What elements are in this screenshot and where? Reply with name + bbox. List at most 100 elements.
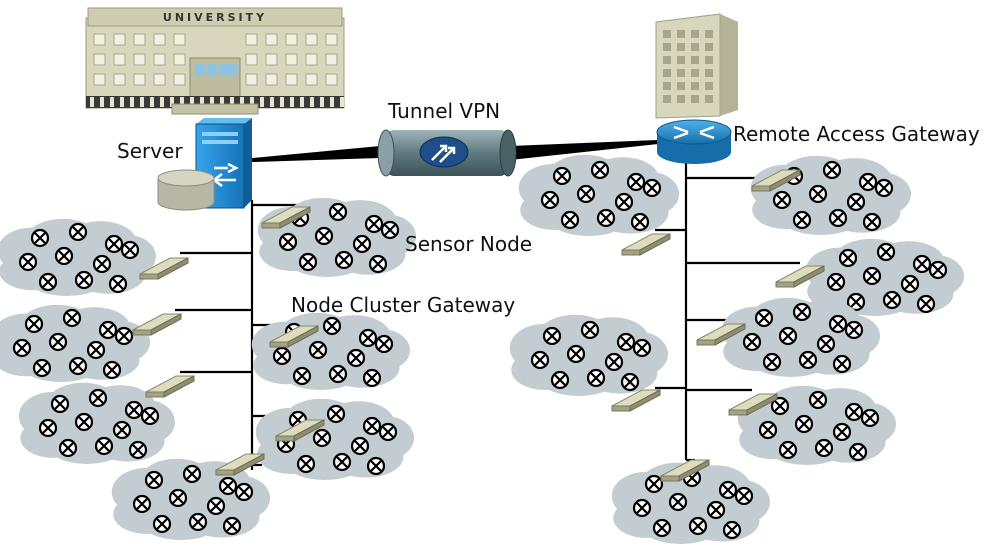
- sensor-node-icon: [108, 274, 128, 294]
- cluster-gateways: [132, 169, 825, 482]
- sensor-cluster: [737, 385, 896, 465]
- sensor-node-icon: [912, 254, 932, 274]
- sensor-node-icon: [826, 272, 846, 292]
- cluster-gateway-device-icon: [775, 265, 825, 288]
- sensor-node-icon: [832, 422, 852, 442]
- sensor-cluster: [611, 462, 770, 544]
- sensor-cluster: [0, 218, 156, 296]
- sensor-cluster: [805, 238, 964, 316]
- sensor-node-icon: [616, 332, 636, 352]
- cluster-gateway-device-icon: [261, 206, 311, 229]
- sensor-node-icon: [58, 438, 78, 458]
- sensor-node-icon: [848, 442, 868, 462]
- sensor-node-icon: [234, 482, 254, 502]
- sensor-cluster: [518, 154, 680, 236]
- sensor-node-icon: [74, 412, 94, 432]
- sensor-node-icon: [366, 456, 386, 476]
- sensor-node-icon: [706, 500, 726, 520]
- sensor-node-icon: [188, 512, 208, 532]
- sensor-node-icon: [314, 226, 334, 246]
- sensor-node-icon: [668, 492, 688, 512]
- sensor-node-icon: [350, 436, 370, 456]
- sensor-node-icon: [94, 436, 114, 456]
- university-building-icon: UNIVERSITY: [85, 7, 345, 115]
- sensor-node-icon: [358, 328, 378, 348]
- sensor-node-icon: [590, 160, 610, 180]
- sensor-node-icon: [132, 494, 152, 514]
- sensor-node-icon: [272, 346, 292, 366]
- sensor-node-icon: [120, 240, 140, 260]
- sensor-node-icon: [758, 420, 778, 440]
- database-cylinder-icon: [157, 169, 215, 211]
- sensor-node-icon: [308, 340, 328, 360]
- cluster-gateway-device-icon: [660, 459, 710, 482]
- sensor-node-icon: [566, 344, 586, 364]
- sensor-node-icon: [88, 388, 108, 408]
- sensor-node-icon: [68, 222, 88, 242]
- sensor-node-icon: [808, 184, 828, 204]
- sensor-node-icon: [332, 452, 352, 472]
- sensor-cluster: [509, 314, 668, 396]
- sensor-node-icon: [792, 210, 812, 230]
- sensor-clusters: [0, 154, 964, 544]
- sensor-node-icon: [876, 242, 896, 262]
- cluster-gateway-device-icon: [269, 325, 319, 348]
- sensor-node-icon: [346, 348, 366, 368]
- sensor-node-icon: [860, 408, 880, 428]
- sensor-node-icon: [102, 360, 122, 380]
- sensor-node-icon: [328, 202, 348, 222]
- sensor-node-icon: [604, 352, 624, 372]
- cluster-gateway-device-icon: [215, 453, 265, 476]
- sensor-node-icon: [206, 496, 226, 516]
- cluster-gateway-device-icon: [611, 389, 661, 412]
- office-building-icon: [655, 13, 738, 119]
- sensor-node-icon: [652, 518, 672, 538]
- sensor-node-icon: [816, 334, 836, 354]
- sensor-node-icon: [62, 308, 82, 328]
- sensor-node-icon: [632, 498, 652, 518]
- sensor-node-icon: [576, 184, 596, 204]
- sensor-node-icon: [832, 354, 852, 374]
- sensor-node-icon: [734, 486, 754, 506]
- sensor-node-icon: [140, 406, 160, 426]
- sensor-node-icon: [92, 254, 112, 274]
- sensor-node-icon: [114, 326, 134, 346]
- sensor-node-icon: [38, 272, 58, 292]
- sensor-node-icon: [218, 476, 238, 496]
- sensor-node-icon: [844, 402, 864, 422]
- sensor-node-icon: [378, 422, 398, 442]
- sensor-cluster: [18, 382, 175, 464]
- sensor-node-icon: [718, 480, 738, 500]
- sensor-node-icon: [296, 454, 316, 474]
- sensor-node-label: Sensor Node: [405, 232, 532, 256]
- cluster-gateway-device-icon: [621, 233, 671, 256]
- cluster-gateway-device-icon: [751, 169, 801, 192]
- sensor-node-icon: [380, 220, 400, 240]
- sensor-node-icon: [32, 358, 52, 378]
- sensor-cluster: [0, 304, 150, 382]
- server-label: Server: [117, 139, 183, 163]
- sensor-node-icon: [596, 208, 616, 228]
- sensor-node-icon: [48, 332, 68, 352]
- sensor-node-icon: [644, 474, 664, 494]
- sensor-node-icon: [828, 208, 848, 228]
- sensor-node-icon: [334, 250, 354, 270]
- sensor-node-icon: [182, 464, 202, 484]
- cluster-gateway-device-icon: [145, 375, 195, 398]
- sensor-node-icon: [54, 246, 74, 266]
- vpn-tunnel-icon: [377, 129, 517, 177]
- cluster-gateway-device-icon: [132, 313, 182, 336]
- sensor-node-icon: [112, 420, 132, 440]
- remote-access-gateway-label: Remote Access Gateway: [733, 122, 980, 146]
- university-sign: UNIVERSITY: [163, 11, 267, 24]
- sensor-node-icon: [770, 396, 790, 416]
- sensor-node-icon: [222, 516, 242, 536]
- cluster-gateway-device-icon: [275, 419, 325, 442]
- router-icon: [656, 119, 732, 164]
- sensor-node-icon: [742, 332, 762, 352]
- sensor-node-icon: [86, 340, 106, 360]
- sensor-node-icon: [874, 178, 894, 198]
- sensor-node-icon: [124, 400, 144, 420]
- sensor-node-icon: [862, 266, 882, 286]
